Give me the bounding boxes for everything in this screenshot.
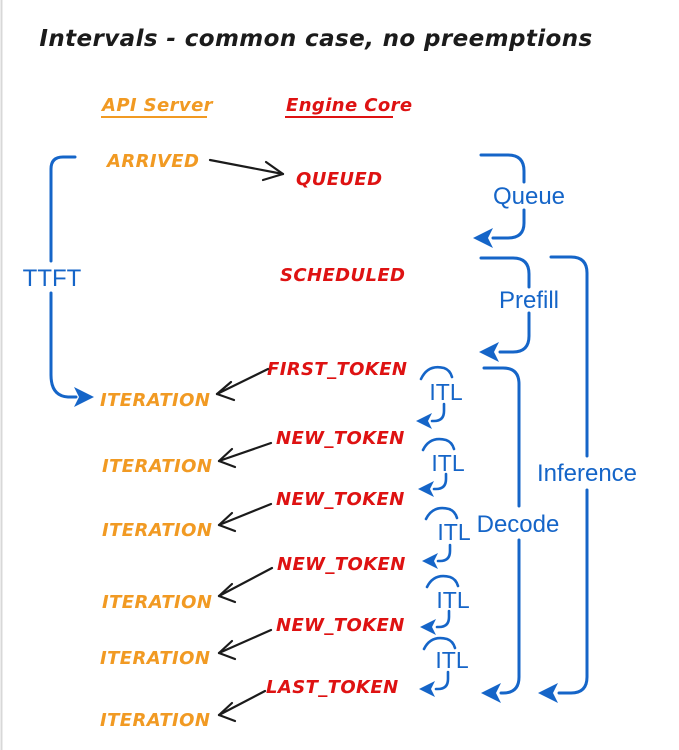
arrow-shaft — [217, 566, 274, 598]
event-queued: QUEUED — [296, 169, 382, 190]
arrow-new-token-2-to-iteration-3 — [217, 502, 273, 533]
event-iteration-5: ITERATION — [100, 648, 210, 669]
interval-queue-label: Queue — [493, 183, 565, 210]
prefill-bracket-bottom — [498, 311, 531, 354]
queue-bracket-top — [479, 153, 526, 184]
interval-inference-label: Inference — [537, 460, 637, 487]
itl-arc — [425, 574, 460, 589]
ttft-bracket-bottom — [49, 291, 78, 399]
itl-arc — [424, 506, 459, 521]
diagram-title: Intervals - common case, no preemptions — [39, 26, 592, 52]
itl-hook — [435, 609, 451, 629]
itl-arrow-icon — [419, 681, 435, 697]
event-scheduled: SCHEDULED — [280, 265, 405, 286]
event-last-token: LAST_TOKEN — [266, 677, 399, 698]
decode-bracket-top — [482, 366, 521, 508]
prefill-bracket-top — [479, 256, 531, 289]
itl-connector-5: ITL — [419, 636, 469, 697]
arrow-last-token-to-iteration-6 — [217, 689, 267, 723]
itl-connector-1: ITL — [416, 365, 463, 429]
itl-arrow-icon — [420, 619, 436, 635]
inference-bracket-top — [549, 255, 589, 458]
ttft-bracket-top — [49, 155, 77, 263]
event-new-token-1: NEW_TOKEN — [276, 428, 405, 449]
itl-hook — [432, 472, 448, 491]
prefill-bracket: Prefill — [479, 256, 559, 362]
arrow-new-token-4-to-iteration-5 — [217, 628, 273, 661]
inference-bracket-bottom — [557, 488, 589, 695]
event-iteration-1: ITERATION — [100, 390, 210, 411]
event-iteration-4: ITERATION — [102, 592, 212, 613]
column-headers: API Server Engine Core — [100, 95, 413, 118]
arrow-head-icon — [217, 511, 237, 533]
itl-arrow-icon — [422, 553, 438, 569]
arrow-head-icon — [261, 160, 285, 182]
event-arrived: ARRIVED — [105, 151, 199, 172]
itl-arc — [421, 437, 456, 452]
arrow-first-token-to-iteration-1 — [215, 367, 270, 402]
event-new-token-3: NEW_TOKEN — [277, 554, 406, 575]
prefill-arrow-icon — [479, 342, 499, 362]
column-header-api-server: API Server — [100, 95, 214, 116]
arrow-shaft — [208, 158, 285, 176]
interval-prefill-label: Prefill — [499, 287, 559, 314]
interval-itl-label-4: ITL — [436, 587, 469, 613]
ttft-bracket: TTFT — [23, 155, 94, 407]
arrow-shaft — [215, 367, 270, 396]
event-new-token-2: NEW_TOKEN — [276, 489, 405, 510]
event-new-token-4: NEW_TOKEN — [276, 615, 405, 636]
interval-itl-label-2: ITL — [431, 450, 464, 476]
itl-arc — [419, 365, 454, 381]
itl-hook — [436, 543, 452, 563]
interval-itl-label-1: ITL — [429, 379, 462, 405]
itl-arc — [422, 636, 457, 651]
itl-arrow-icon — [418, 481, 434, 497]
queue-arrow-icon — [473, 228, 493, 248]
arrow-head-icon — [217, 582, 237, 604]
arrow-head-icon — [217, 447, 237, 469]
arrow-new-token-1-to-iteration-2 — [217, 441, 273, 469]
arrow-head-icon — [217, 639, 237, 661]
interval-itl-label-5: ITL — [435, 647, 468, 673]
arrow-shaft — [217, 628, 273, 655]
inference-bracket: Inference — [537, 255, 637, 703]
arrow-shaft — [217, 502, 273, 527]
event-first-token: FIRST_TOKEN — [267, 359, 407, 380]
itl-connector-2: ITL — [418, 437, 465, 497]
itl-arrow-icon — [416, 413, 432, 429]
interval-ttft-label: TTFT — [23, 265, 82, 292]
event-iteration-3: ITERATION — [102, 520, 212, 541]
queue-bracket: Queue — [473, 153, 565, 248]
decode-bracket: Decode — [477, 366, 560, 703]
itl-hook — [434, 670, 450, 691]
column-header-engine-core: Engine Core — [286, 95, 413, 116]
itl-hook — [430, 402, 446, 423]
ttft-arrow-icon — [74, 387, 94, 407]
itl-connector-4: ITL — [420, 574, 470, 635]
decode-arrow-icon — [481, 683, 501, 703]
interval-decode-label: Decode — [477, 511, 560, 538]
arrow-shaft — [217, 689, 267, 717]
event-iteration-2: ITERATION — [102, 456, 212, 477]
event-iteration-6: ITERATION — [100, 710, 210, 731]
arrow-head-icon — [215, 380, 236, 402]
queue-bracket-bottom — [491, 208, 526, 240]
arrow-new-token-3-to-iteration-4 — [217, 566, 274, 604]
inference-arrow-icon — [538, 683, 558, 703]
arrow-head-icon — [217, 701, 237, 723]
arrow-arrived-to-queued — [208, 158, 285, 182]
arrow-shaft — [217, 441, 273, 463]
interval-itl-label-3: ITL — [437, 519, 470, 545]
decode-bracket-bottom — [499, 538, 521, 695]
itl-connector-3: ITL — [422, 506, 471, 569]
